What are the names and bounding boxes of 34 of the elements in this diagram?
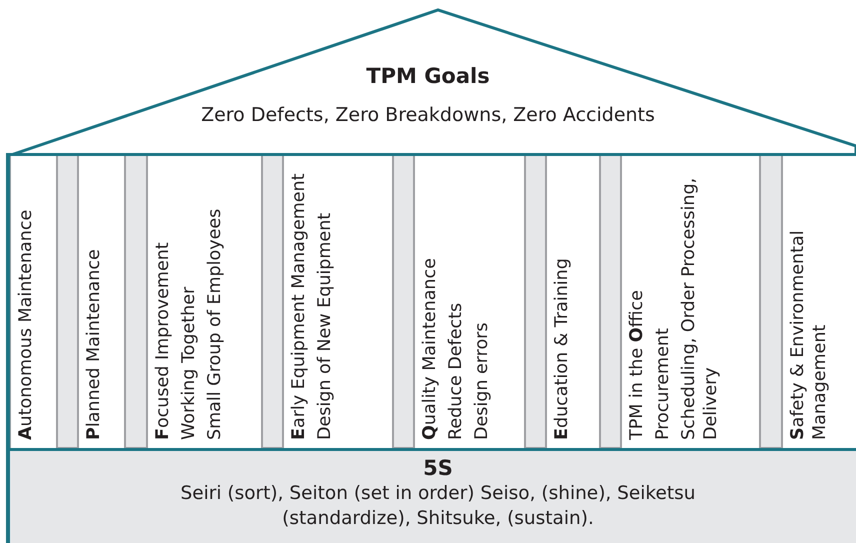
- pillar-panel: [283, 155, 393, 448]
- pillar-panel: [621, 155, 760, 448]
- pillar-text: Working Together: [178, 286, 200, 440]
- pillar-gap: [760, 155, 782, 448]
- pillar-text: Design errors: [471, 322, 493, 440]
- pillar-panel: [414, 155, 525, 448]
- pillar-gap: [393, 155, 414, 448]
- pillar-text: Scheduling, Order Processing, Delivery: [678, 176, 722, 440]
- pillar-gap: [600, 155, 621, 448]
- pillar-title: Quality Maintenance: [419, 257, 441, 440]
- pillar-title: Education & Training: [551, 257, 573, 440]
- pillar-gap: [125, 155, 147, 448]
- roof-title: TPM Goals: [365, 64, 491, 88]
- pillar-title: Planned Maintenance: [83, 248, 105, 440]
- pillar-text: Procurement: [652, 327, 674, 440]
- pillar-title: Autonomous Maintenance: [15, 208, 37, 440]
- pillar-gap: [262, 155, 283, 448]
- pillar-text: Reduce Defects: [445, 302, 467, 440]
- foundation-text: Seiri (sort), Seiton (set in order) Seiso, (shine), Seiketsu (standardize), Shitsuke, (sustain).: [179, 482, 696, 531]
- pillar-title: Early Equipment Management: [288, 172, 310, 440]
- pillar-panel: [10, 155, 57, 448]
- pillar-panel: [782, 155, 856, 448]
- roof-text: Zero Defects, Zero Breakdowns, Zero Accidents: [200, 104, 656, 126]
- pillar-panel: [147, 155, 262, 448]
- foundation-panel: [6, 448, 856, 543]
- pillar-gap: [57, 155, 78, 448]
- pillar-gap: [525, 155, 546, 448]
- pillar-text: Design of New Equipment: [314, 212, 336, 440]
- pillar-panel: [78, 155, 125, 448]
- pillar-title: TPM in the Office: [626, 289, 648, 440]
- pillar-panel: [546, 155, 600, 448]
- pillar-text: Small Group of Employees: [204, 208, 226, 440]
- pillar-title: Focused Improvement: [152, 241, 174, 440]
- foundation-title: 5S: [422, 455, 454, 481]
